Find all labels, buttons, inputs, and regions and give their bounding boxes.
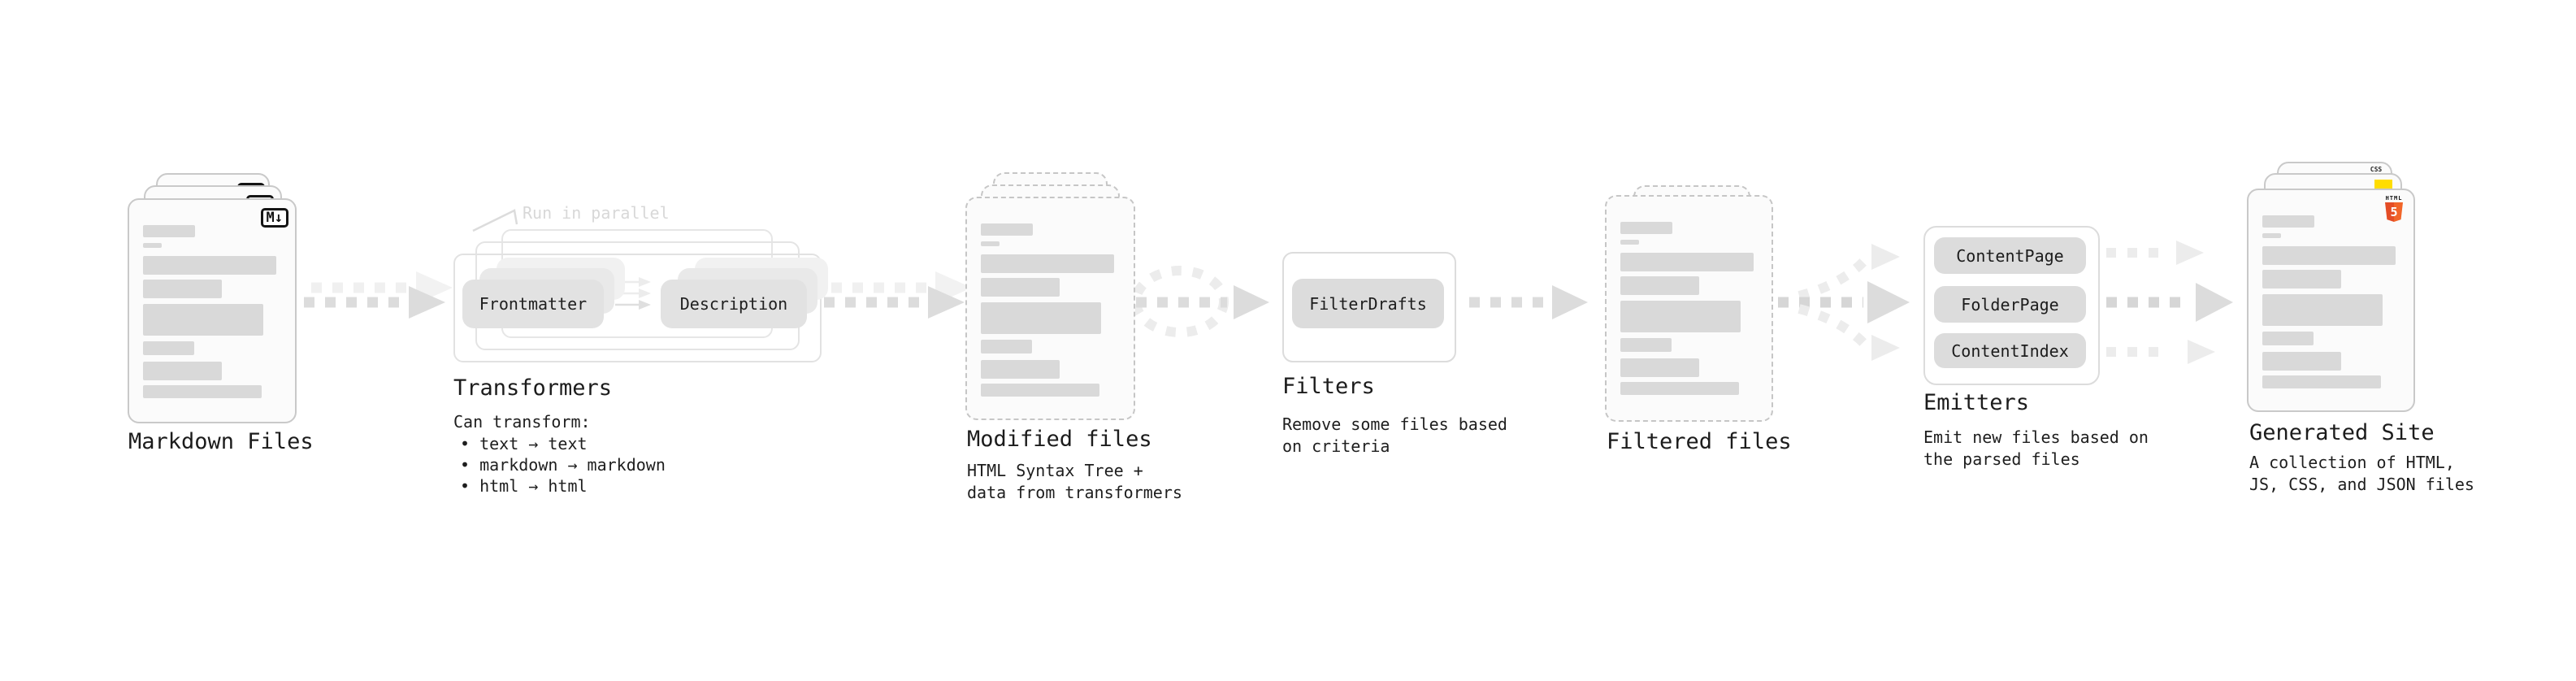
stage-label-modified-files: Modified files — [967, 427, 1152, 452]
transformers-caption-title: Can transform: — [453, 412, 591, 432]
parallel-step-arrows-icon — [615, 277, 651, 310]
text-line-placeholder — [2262, 270, 2341, 288]
text-line-placeholder — [143, 243, 162, 248]
filtered-doc-front — [1605, 195, 1773, 422]
text-line-placeholder — [1620, 276, 1699, 295]
text-line-placeholder — [1620, 382, 1739, 395]
text-line-placeholder — [1620, 222, 1672, 234]
css-badge-text: CSS — [2370, 166, 2383, 173]
text-line-placeholder — [143, 280, 222, 298]
text-line-placeholder — [143, 385, 262, 398]
arrow-filtered-to-emitters-icon — [1778, 244, 1910, 361]
text-line-placeholder — [2262, 246, 2396, 265]
text-line-placeholder — [1620, 358, 1699, 377]
text-line-placeholder — [143, 256, 276, 275]
stage-label-filtered-files: Filtered files — [1607, 429, 1792, 454]
text-line-placeholder — [1620, 301, 1741, 332]
text-line-placeholder — [981, 254, 1114, 273]
run-in-parallel-annotation: Run in parallel — [523, 203, 670, 223]
annotation-leader-line — [472, 209, 518, 232]
text-line-placeholder — [2262, 352, 2341, 371]
html5-shield: 5 — [2385, 202, 2403, 222]
text-line-placeholder — [981, 384, 1099, 397]
text-line-placeholder — [1620, 253, 1754, 271]
modified-doc-front — [965, 197, 1135, 420]
text-line-placeholder — [1620, 240, 1639, 245]
html5-logo-icon: HTML 5 — [2384, 195, 2404, 222]
text-line-placeholder — [981, 278, 1060, 297]
stage-label-filters: Filters — [1282, 374, 1375, 399]
doc-content-placeholder — [981, 198, 1114, 397]
html5-badge-word: HTML — [2385, 195, 2403, 202]
capability-item: • html → html — [460, 476, 588, 496]
text-line-placeholder — [981, 340, 1032, 354]
transformer-step-description: Description — [661, 280, 807, 328]
markdown-doc-front: M↓ — [128, 198, 297, 423]
stage-label-generated-site: Generated Site — [2249, 420, 2435, 445]
arrow-emitters-to-generated-icon — [2106, 241, 2233, 364]
text-line-placeholder — [143, 341, 194, 355]
capability-item: • markdown → markdown — [460, 455, 666, 475]
transformer-card-front — [453, 254, 822, 362]
emitter-step-contentindex: ContentIndex — [1934, 333, 2086, 368]
text-line-placeholder — [981, 360, 1060, 379]
javascript-file-icon — [2374, 180, 2392, 189]
arrow-modified-to-filters-icon — [1131, 266, 1269, 337]
generated-site-caption: A collection of HTML, JS, CSS, and JSON … — [2249, 453, 2474, 494]
markdown-icon: M↓ — [260, 208, 288, 228]
text-line-placeholder — [2262, 294, 2383, 326]
doc-content-placeholder — [1620, 197, 1754, 395]
arrow-transformers-to-modified-icon — [824, 271, 972, 319]
text-line-placeholder — [981, 241, 1000, 246]
generated-doc-html: HTML 5 — [2247, 189, 2415, 412]
doc-content-placeholder — [143, 200, 276, 398]
arrow-filters-to-filtered-icon — [1469, 285, 1588, 319]
text-line-placeholder — [1620, 338, 1672, 352]
transformers-capabilities-list: • text → text • markdown → markdown • ht… — [460, 433, 666, 497]
emitter-step-contentpage: ContentPage — [1934, 237, 2086, 274]
text-line-placeholder — [2262, 375, 2381, 388]
text-line-placeholder — [981, 302, 1101, 334]
text-line-placeholder — [2262, 332, 2314, 345]
doc-content-placeholder — [2262, 190, 2396, 388]
capability-item: • text → text — [460, 434, 588, 453]
text-line-placeholder — [143, 225, 195, 237]
emitter-step-folderpage: FolderPage — [1934, 286, 2086, 323]
text-line-placeholder — [143, 304, 263, 336]
text-line-placeholder — [981, 223, 1033, 236]
filters-caption: Remove some files based on criteria — [1282, 414, 1507, 456]
filter-step-filterdrafts: FilterDrafts — [1292, 279, 1444, 328]
stage-label-emitters: Emitters — [1923, 390, 2030, 415]
emitters-caption: Emit new files based on the parsed files — [1923, 427, 2149, 469]
text-line-placeholder — [2262, 215, 2314, 228]
text-line-placeholder — [2262, 233, 2281, 238]
arrow-markdown-to-transformers-icon — [304, 271, 453, 319]
stage-label-transformers: Transformers — [453, 375, 613, 401]
text-line-placeholder — [143, 362, 222, 380]
modified-files-caption: HTML Syntax Tree + data from transformer… — [967, 461, 1182, 502]
stage-label-markdown-files: Markdown Files — [128, 429, 314, 454]
transformer-step-frontmatter: Frontmatter — [462, 280, 604, 328]
